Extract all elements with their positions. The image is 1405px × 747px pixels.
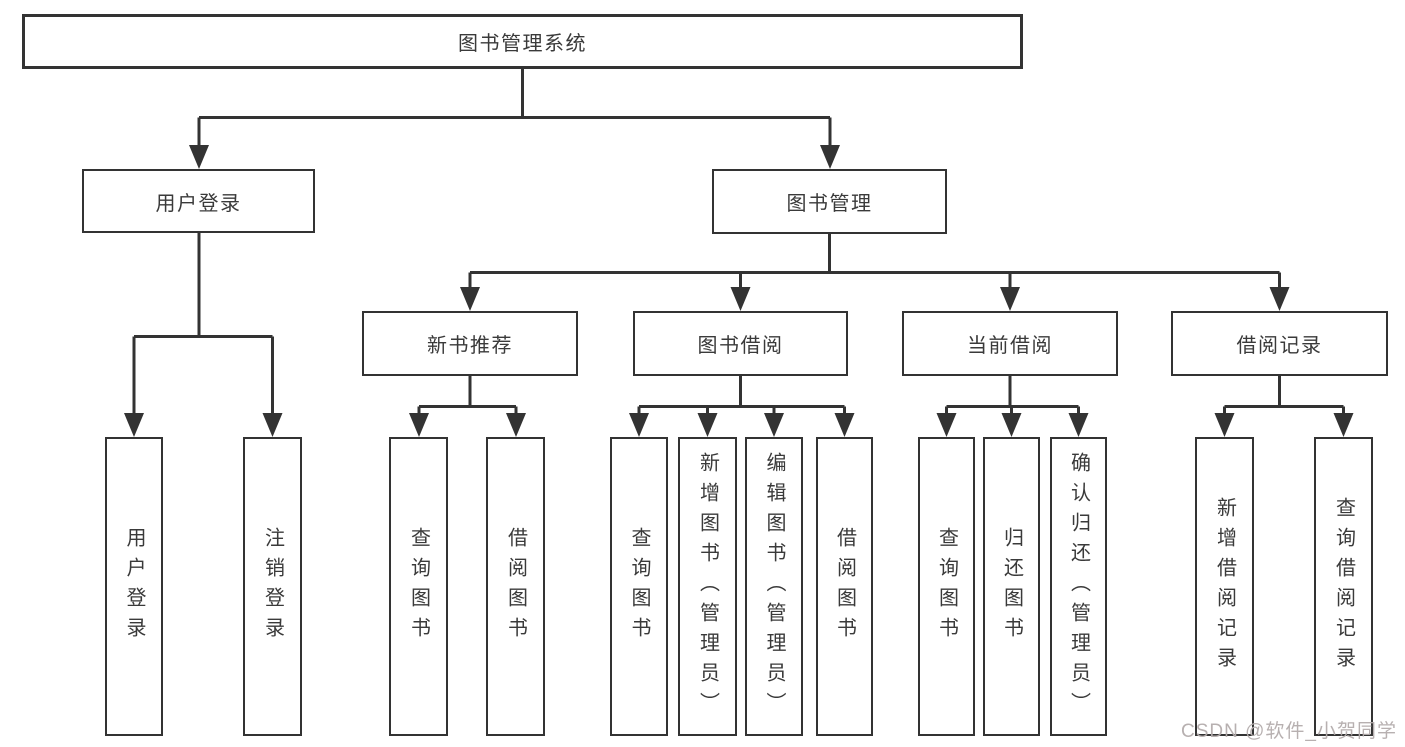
node-label: 查询图书 [628,526,650,647]
leaf-query-book-borrow: 查询图书 [610,437,668,736]
leaf-edit-book-admin: 编辑图书（管理员） [745,437,803,736]
node-label: 确认归还（管理员） [1067,451,1090,722]
node-current-borrowing: 当前借阅 [902,311,1118,376]
node-label: 注销登录 [261,526,284,647]
node-label: 借阅记录 [1236,335,1323,357]
node-label: 借阅图书 [504,526,527,647]
node-label: 编辑图书（管理员） [763,451,785,722]
node-user-login: 用户登录 [82,169,315,233]
node-label: 新增图书（管理员） [696,451,719,722]
node-label: 用户登录 [155,192,242,215]
leaf-query-book-recommend: 查询图书 [389,437,448,736]
node-label: 新书推荐 [427,335,513,357]
leaf-borrow-book: 借阅图书 [816,437,873,736]
leaf-logout: 注销登录 [243,437,302,736]
node-label: 图书管理系统 [458,33,587,55]
node-book-management: 图书管理 [712,169,947,234]
node-label: 归还图书 [1000,526,1023,647]
node-label: 用户登录 [123,526,145,647]
node-new-book-recommend: 新书推荐 [362,311,578,376]
leaf-query-book-current: 查询图书 [918,437,975,736]
node-label: 查询图书 [407,526,430,647]
leaf-query-borrow-record: 查询借阅记录 [1314,437,1373,736]
node-borrowing-records: 借阅记录 [1171,311,1388,376]
arrowheads [124,145,1354,437]
leaf-confirm-return-admin: 确认归还（管理员） [1050,437,1107,736]
leaf-borrow-book-recommend: 借阅图书 [486,437,545,736]
node-label: 查询借阅记录 [1332,496,1355,677]
leaf-return-book: 归还图书 [983,437,1040,736]
leaf-add-borrow-record: 新增借阅记录 [1195,437,1254,736]
watermark: CSDN @软件_小贺同学 [1181,721,1397,742]
node-library-system: 图书管理系统 [22,14,1023,69]
leaf-user-login: 用户登录 [105,437,163,736]
node-label: 查询图书 [935,526,958,647]
node-label: 图书管理 [786,193,873,215]
node-label: 新增借阅记录 [1213,496,1236,677]
node-label: 当前借阅 [967,335,1053,357]
node-label: 借阅图书 [833,526,856,647]
leaf-add-book-admin: 新增图书（管理员） [678,437,737,736]
node-label: 图书借阅 [697,335,784,357]
node-book-borrowing: 图书借阅 [633,311,848,376]
